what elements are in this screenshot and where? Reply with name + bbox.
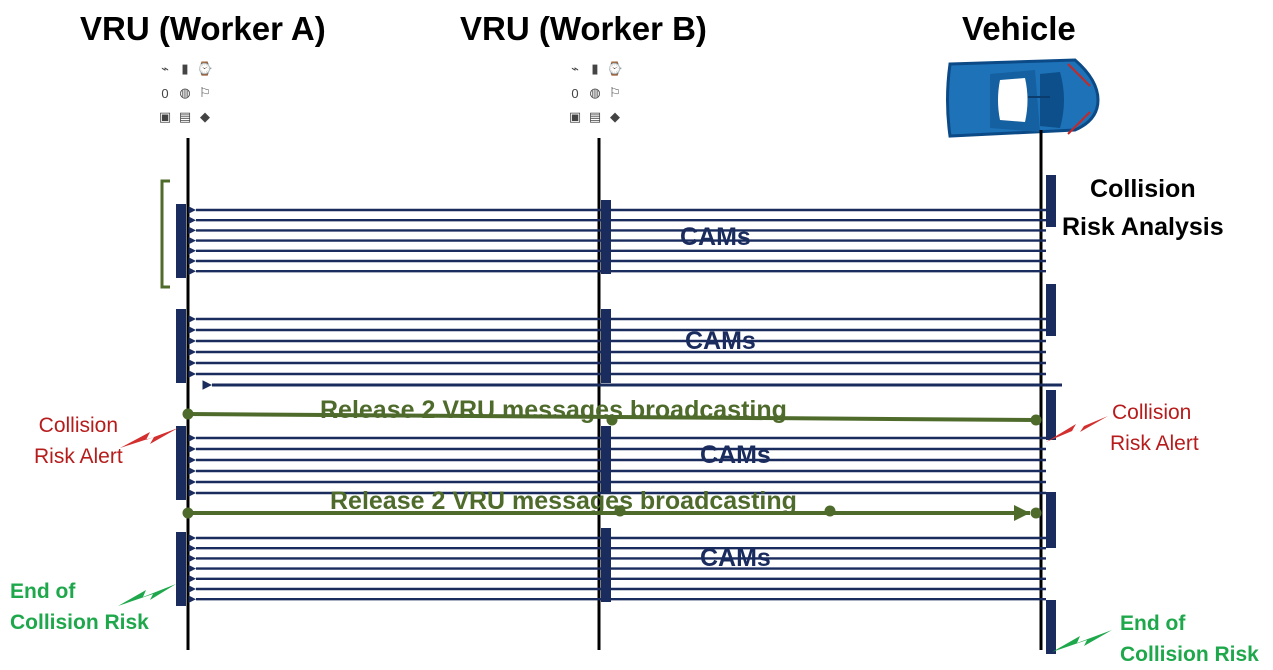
alert-left-line-1: Collision	[38, 414, 119, 437]
device-icons-worker-b: ⌁ ▮ ⌚ 0 ◍ ⚐ ▣ ▤ ◆	[566, 58, 624, 128]
backpack-icon: ▣	[158, 109, 172, 124]
cam-label-2: CAMs	[685, 327, 756, 355]
analysis-bracket	[160, 179, 170, 289]
band-icon: 0	[161, 85, 169, 101]
cam-label-3: CAMs	[700, 441, 771, 469]
watch-icon: ⌚	[196, 61, 214, 76]
cam-label-4: CAMs	[700, 544, 771, 572]
end-right-line-1: End of	[1120, 612, 1186, 635]
device-icons-worker-a: ⌁ ▮ ⌚ 0 ◍ ⚐ ▣ ▤ ◆	[156, 58, 214, 128]
broadcast-label-2: Release 2 VRU messages broadcasting	[330, 487, 797, 515]
analysis-line-2: Risk Analysis	[1062, 213, 1224, 241]
end-bolt-left	[118, 584, 176, 606]
bracelet-icon: ◍	[589, 85, 601, 100]
activation-bars	[176, 175, 1056, 654]
band-icon: 0	[571, 85, 579, 101]
analysis-line-1: Collision	[1090, 175, 1196, 203]
reader-icon: ▤	[588, 109, 602, 124]
broadcast-label-1: Release 2 VRU messages broadcasting	[320, 396, 787, 424]
alert-right-line-2: Risk Alert	[1110, 432, 1199, 455]
collision-risk-alert-right: Collision Risk Alert	[1110, 397, 1199, 459]
end-left-line-2: Collision Risk	[10, 611, 149, 634]
broadcast-line-1	[182, 408, 1042, 426]
actor-vehicle: Vehicle	[962, 10, 1076, 47]
sensor-icon: ◆	[200, 109, 210, 124]
actor-worker-a: VRU (Worker A)	[80, 10, 326, 47]
cam-label-1: CAMs	[680, 223, 751, 251]
collision-risk-analysis-label: Collision Risk Analysis	[1062, 170, 1224, 246]
bracelet-icon: ◍	[179, 85, 191, 100]
broadcast-line-2	[182, 505, 1042, 521]
end-left-line-1: End of	[10, 580, 76, 603]
cable-icon: ⌁	[571, 61, 579, 76]
sensor-icon: ◆	[610, 109, 620, 124]
end-right-line-2: Collision Risk	[1120, 643, 1259, 666]
alert-bolt-left	[120, 428, 178, 448]
alert-left-line-2: Risk Alert	[34, 445, 123, 468]
tag-icon: ⚐	[199, 85, 211, 100]
watch-icon: ⌚	[606, 61, 624, 76]
reader-icon: ▤	[178, 109, 192, 124]
alert-bolt-right	[1046, 416, 1108, 442]
tag-icon: ⚐	[609, 85, 621, 100]
backpack-icon: ▣	[568, 109, 582, 124]
car-icon	[946, 58, 1100, 138]
end-of-collision-risk-right: End of Collision Risk	[1120, 608, 1259, 670]
end-of-collision-risk-left: End of Collision Risk	[10, 576, 149, 638]
alert-right-line-1: Collision	[1112, 401, 1192, 424]
collision-risk-alert-left: Collision Risk Alert	[34, 410, 123, 472]
end-bolt-right	[1052, 630, 1112, 652]
cam-arrows	[188, 206, 1046, 604]
cable-icon: ⌁	[161, 61, 169, 76]
phone-icon: ▮	[181, 61, 189, 76]
actor-worker-b: VRU (Worker B)	[460, 10, 707, 47]
phone-icon: ▮	[591, 61, 599, 76]
